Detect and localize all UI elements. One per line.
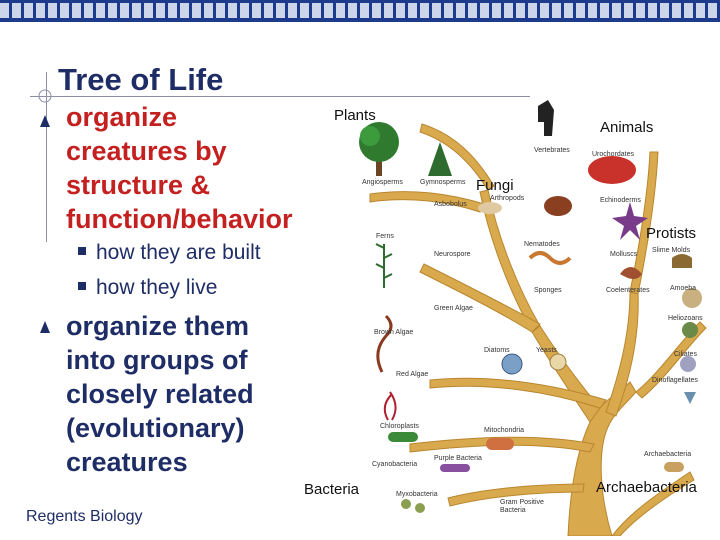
group-label: Bacteria xyxy=(500,507,526,514)
group-label: Red Algae xyxy=(396,371,428,378)
point-line: organize them xyxy=(66,311,250,341)
group-label: Molluscs xyxy=(610,251,638,258)
group-label: Sponges xyxy=(534,287,562,294)
slime-mold-icon xyxy=(672,254,692,268)
group-label: Yeasts xyxy=(536,347,557,354)
ciliate-icon xyxy=(680,356,696,372)
group-label: Echinoderms xyxy=(600,197,641,204)
point-line: structure & xyxy=(66,170,211,200)
subpoint-text: how they are built xyxy=(96,241,261,264)
starfish-icon xyxy=(612,202,648,240)
mollusc-icon xyxy=(620,267,642,279)
group-label: Dinoflagellates xyxy=(652,377,698,384)
conifer-icon xyxy=(428,142,452,176)
footer-label: Regents Biology xyxy=(26,508,143,525)
group-label: Nematodes xyxy=(524,241,560,248)
dog-icon xyxy=(538,100,554,136)
point-line: creatures by xyxy=(66,136,227,166)
group-label: Gymnosperms xyxy=(420,179,466,186)
amoeba-icon xyxy=(682,288,702,308)
group-label: Coelenterates xyxy=(606,287,650,294)
point-line: (evolutionary) xyxy=(66,413,245,443)
group-label: Ferns xyxy=(376,233,394,240)
group-label: Slime Molds xyxy=(652,247,691,254)
tree-icon xyxy=(359,122,399,176)
title-rule xyxy=(30,96,530,97)
kingdom-label-fungi: Fungi xyxy=(476,177,514,194)
dinoflagellate-icon xyxy=(684,392,696,404)
heliozoan-icon xyxy=(682,322,698,338)
group-label: Heliozoans xyxy=(668,315,703,322)
tree-of-life-diagram: Plants Animals Fungi Protists Bacteria A… xyxy=(304,100,707,536)
bullet-icon xyxy=(40,115,50,127)
group-label: Chloroplasts xyxy=(380,423,419,430)
group-label: Gram Positive xyxy=(500,499,544,506)
subpoint-text: how they live xyxy=(96,276,218,299)
point-line: into groups of xyxy=(66,345,248,375)
group-label: Myxobacteria xyxy=(396,491,438,498)
group-label: Brown Algae xyxy=(374,329,413,336)
kingdom-label-archaebacteria: Archaebacteria xyxy=(596,479,698,496)
slide-title: Tree of Life xyxy=(58,62,224,97)
group-label: Purple Bacteria xyxy=(434,455,482,462)
brown-algae-icon xyxy=(376,314,393,373)
kingdom-label-protists: Protists xyxy=(646,225,696,242)
point-line: creatures xyxy=(66,447,188,477)
point-line: closely related xyxy=(66,379,254,409)
mushroom-icon xyxy=(478,202,502,214)
bullet-icon xyxy=(40,321,50,333)
square-bullet-icon xyxy=(78,247,86,256)
group-label: Asbobolus xyxy=(434,201,467,208)
point-line: function/behavior xyxy=(66,204,293,234)
group-label: Archaebacteria xyxy=(644,451,691,458)
group-label: Green Algae xyxy=(434,305,473,312)
group-label: Amoeba xyxy=(670,285,696,292)
group-label: Ciliates xyxy=(674,351,697,358)
group-label: Angiosperms xyxy=(362,179,403,186)
fern-icon xyxy=(375,243,393,288)
group-label: Cyanobacteria xyxy=(372,461,417,468)
mitochondria-icon xyxy=(486,438,514,450)
group-label: Neurospore xyxy=(434,251,471,258)
fish-icon xyxy=(588,156,636,184)
chloroplast-icon xyxy=(388,432,418,442)
red-algae-icon xyxy=(383,391,397,421)
myxobacteria-icon xyxy=(415,503,425,513)
myxobacteria-icon xyxy=(401,499,411,509)
point-organize-groups: organize them into groups of closely rel… xyxy=(66,309,254,479)
archaebacteria-icon xyxy=(664,462,684,472)
kingdom-label-bacteria: Bacteria xyxy=(304,481,360,498)
diatom-icon xyxy=(501,353,523,375)
top-banner xyxy=(0,0,720,22)
group-label: Vertebrates xyxy=(534,147,570,154)
point-organize-by-structure: organize creatures by structure & functi… xyxy=(66,100,293,236)
purple-bacteria-icon xyxy=(440,464,470,472)
side-rule xyxy=(46,72,47,242)
subpoint: how they are built xyxy=(78,241,261,265)
group-label: Mitochondria xyxy=(484,427,524,434)
kingdom-label-plants: Plants xyxy=(334,107,376,124)
mite-icon xyxy=(544,196,572,216)
yeast-icon xyxy=(549,353,567,371)
point-line: organize xyxy=(66,102,178,132)
square-bullet-icon xyxy=(78,282,86,291)
kingdom-label-animals: Animals xyxy=(600,119,653,136)
worm-icon xyxy=(528,251,572,265)
group-label: Diatoms xyxy=(484,347,510,354)
subpoint: how they live xyxy=(78,276,217,300)
banner-pattern xyxy=(0,3,720,18)
group-label: Urochordates xyxy=(592,151,635,158)
group-label: Arthropods xyxy=(490,195,525,202)
